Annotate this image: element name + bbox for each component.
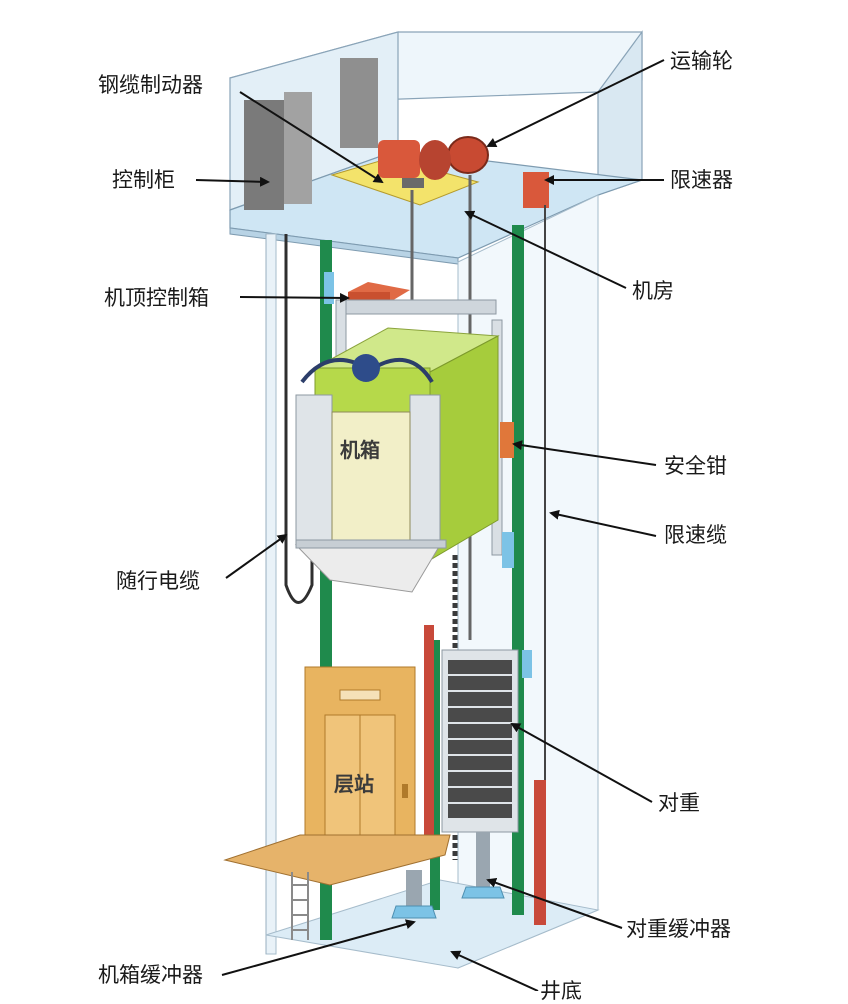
- guide-shoe-r: [502, 532, 514, 568]
- speed-limiter-box: [523, 172, 549, 208]
- landing-door-right: [359, 714, 396, 844]
- label-safety-gear: 安全钳: [664, 454, 727, 478]
- leader-control-cabinet: [195, 176, 270, 187]
- control-cabinet-side: [284, 92, 312, 204]
- counterweight-guide-shoe: [522, 650, 532, 678]
- car-interior: [331, 411, 411, 543]
- landing-indicator: [339, 689, 381, 701]
- leader-car-buffer: [221, 919, 416, 976]
- transport-wheel-shape: [447, 136, 489, 174]
- traveling-cable-line: [284, 234, 314, 604]
- leader-pit: [450, 950, 539, 991]
- label-pit: 井底: [540, 979, 582, 1003]
- leader-counterweight: [510, 723, 653, 803]
- cw-red-post-l: [424, 625, 434, 855]
- leader-safety-gear: [512, 440, 657, 466]
- drum: [419, 140, 451, 180]
- car-door-panel-l: [295, 394, 333, 546]
- leader-cable-brake: [239, 91, 384, 184]
- label-counterweight-buffer: 对重缓冲器: [626, 917, 731, 941]
- label-machine-room: 机房: [632, 279, 674, 303]
- leader-car-top-box: [239, 292, 350, 303]
- motor: [378, 140, 420, 178]
- car-sheave: [352, 354, 380, 382]
- label-counterweight: 对重: [658, 791, 700, 815]
- leader-lines: [195, 59, 665, 991]
- counterweight-blocks: [448, 660, 512, 818]
- leader-transport-wheel: [486, 59, 665, 147]
- car-door-panel-r: [409, 394, 441, 546]
- car-frame-bottom: [295, 539, 447, 549]
- leader-traveling-cable: [225, 533, 288, 579]
- label-control-cabinet: 控制柜: [112, 168, 175, 192]
- cw-rail-left: [430, 640, 440, 910]
- label-speed-limiter: 限速器: [670, 168, 733, 192]
- landing-sill: [223, 834, 451, 886]
- label-traveling-cable: 随行电缆: [116, 569, 200, 593]
- safety-gear-box: [500, 422, 514, 458]
- cw-red-post-r: [534, 780, 546, 925]
- label-transport-wheel: 运输轮: [670, 49, 733, 73]
- rear-cabinet: [340, 58, 378, 148]
- car-buffer-base: [391, 905, 437, 919]
- call-button: [402, 784, 408, 798]
- guide-shoe-l: [324, 272, 334, 304]
- counterweight-buffer-rod: [476, 832, 490, 887]
- label-car-buffer: 机箱缓冲器: [98, 963, 203, 987]
- leader-speed-limiter-cable: [549, 509, 657, 537]
- counterweight-buffer-base: [461, 886, 505, 899]
- car-buffer-rod: [406, 870, 422, 906]
- label-speed-limiter-cable: 限速缆: [664, 523, 727, 547]
- brake-block: [402, 178, 424, 188]
- leader-counterweight-buffer: [486, 877, 623, 929]
- landing-label: 层站: [334, 772, 374, 796]
- car-frame-top: [335, 299, 497, 315]
- leader-machine-room: [464, 210, 627, 289]
- landing-door-left: [324, 714, 361, 844]
- label-car-top-control-box: 机顶控制箱: [104, 286, 209, 310]
- control-cabinet-box: [244, 100, 284, 210]
- car-apron: [294, 544, 441, 593]
- pit-ladder: [291, 872, 309, 940]
- car-label: 机箱: [340, 438, 380, 462]
- label-cable-brake: 钢缆制动器: [98, 73, 203, 97]
